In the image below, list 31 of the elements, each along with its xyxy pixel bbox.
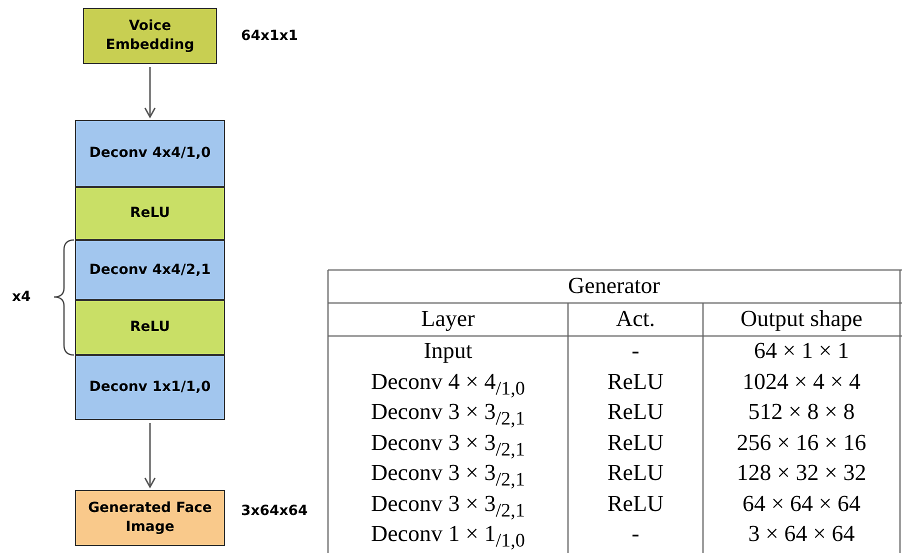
output-box: Generated Face Image [75, 490, 225, 546]
table-cell-text: 128 × 32 × 32 [736, 459, 868, 487]
table-cell-text: ReLU [606, 368, 665, 396]
table-cell-text: 64 × 64 × 64 [742, 490, 862, 518]
table-cell-text: - [630, 337, 640, 365]
column-header: Act. [615, 305, 656, 333]
repeat-label: x4 [12, 289, 31, 305]
activation-box: ReLU [75, 187, 225, 240]
activation-box: ReLU [75, 300, 225, 355]
layer-box: Deconv 1x1/1,0 [75, 355, 225, 420]
table-cell-text: - [630, 520, 640, 548]
table-cell-text: ReLU [606, 428, 665, 456]
layer-box: Deconv 4x4/2,1 [75, 240, 225, 300]
table-cell-text: 512 × 8 × 8 [747, 398, 856, 426]
table-cell-text: Input [422, 337, 474, 365]
table-cell-text: 64 × 1 × 1 [753, 337, 850, 365]
shape-label: 3x64x64 [241, 503, 308, 519]
table-cell-text: ReLU [606, 459, 665, 487]
column-header: Layer [420, 305, 476, 333]
table-cell-text: 256 × 16 × 16 [736, 428, 868, 456]
column-header: Output shape [739, 305, 864, 333]
table-cell-text: 3 × 64 × 64 [747, 520, 856, 548]
arrow [144, 423, 156, 488]
arrow [144, 67, 156, 118]
table-cell-text: ReLU [606, 490, 665, 518]
layer-box: Deconv 4x4/1,0 [75, 120, 225, 187]
table-cell-text: 1024 × 4 × 4 [742, 368, 862, 396]
input-box: Voice Embedding [83, 8, 217, 64]
table-cell-text: ReLU [606, 398, 665, 426]
shape-label: 64x1x1 [241, 28, 298, 44]
table-title: Generator [567, 272, 661, 300]
